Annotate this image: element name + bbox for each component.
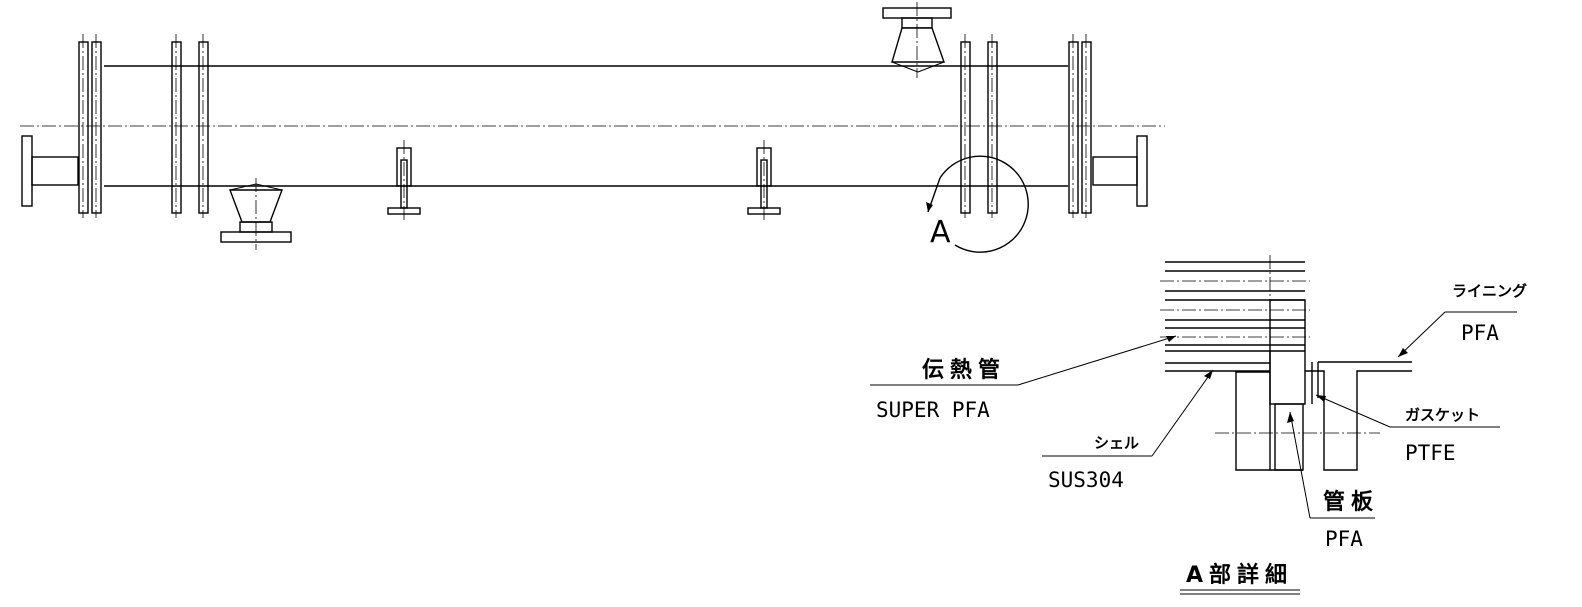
support-right [747, 140, 781, 222]
detail-a-view: 伝熱管 SUPER PFA シェル SUS304 管板 PFA ガスケット PT… [870, 255, 1527, 595]
detail-a-label: A [930, 215, 951, 250]
callout-lining-material: PFA [1461, 321, 1499, 345]
callout-shell-material: SUS304 [1048, 468, 1124, 492]
left-end-nozzle [21, 135, 79, 207]
leader-lines [870, 311, 1517, 519]
detail-title: A部詳細 [1186, 562, 1293, 588]
support-left [387, 140, 421, 222]
tube-sheet [1235, 299, 1306, 471]
flange-detail [1215, 361, 1412, 471]
tube-lines [1160, 261, 1310, 352]
exchanger-elevation: A [20, 2, 1165, 253]
bottom-nozzle [220, 178, 292, 250]
callout-heat-tube-material: SUPER PFA [876, 398, 990, 422]
right-end-nozzle [1092, 135, 1148, 207]
callout-heat-tube-name: 伝熱管 [922, 357, 1006, 383]
detail-a-marker: A [926, 155, 1029, 253]
flange-pair-left-inner [171, 34, 209, 218]
callout-shell-name: シェル [1094, 434, 1139, 452]
callout-tube-sheet-name: 管板 [1323, 489, 1379, 515]
callout-gasket-name: ガスケット [1405, 406, 1480, 424]
flange-pair-left-outer [78, 34, 102, 218]
flange-pair-right-inner [960, 34, 998, 218]
callout-tube-sheet-material: PFA [1325, 527, 1363, 551]
callout-lining-name: ライニング [1452, 282, 1527, 300]
top-nozzle [882, 2, 952, 78]
flange-pair-right-outer [1068, 34, 1092, 218]
callout-gasket-material: PTFE [1405, 441, 1456, 465]
